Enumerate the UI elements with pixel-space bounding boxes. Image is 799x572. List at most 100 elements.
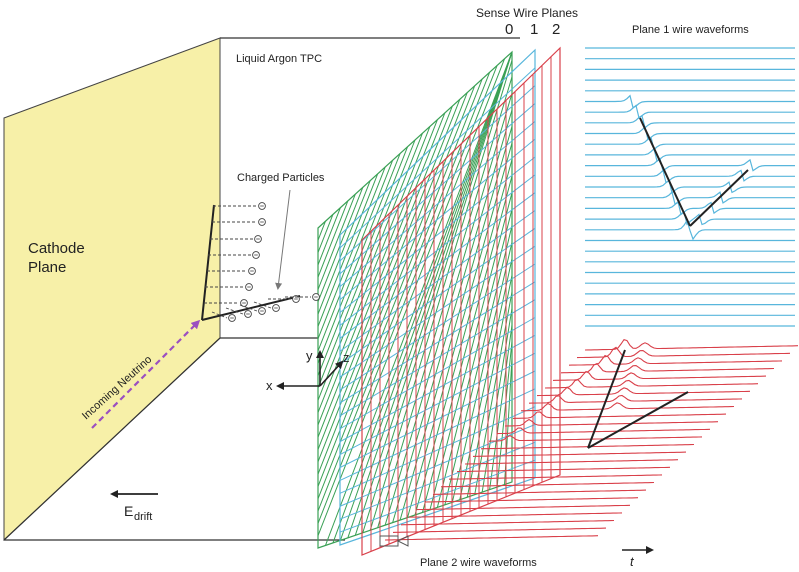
- plane0-wire: [489, 324, 513, 490]
- plane1-wire: [339, 245, 536, 378]
- plane1-wire: [339, 352, 536, 456]
- plane1-wire: [339, 227, 536, 365]
- plane1-waveform: [585, 147, 795, 163]
- plane1-wire: [339, 85, 536, 262]
- plane1-waveform: [585, 94, 795, 109]
- plane1-wire: [339, 459, 536, 533]
- plane1-wire: [339, 156, 536, 313]
- plane2-waveform: [384, 535, 599, 541]
- plane0-wire: [384, 93, 513, 526]
- plane2-waveform: [496, 427, 711, 435]
- plane2-waveform: [504, 418, 719, 427]
- plane2-waveform: [488, 434, 703, 442]
- plane2-waveform: [552, 370, 767, 381]
- plane2-waveform: [408, 512, 623, 518]
- plane1-waveform: [585, 157, 795, 173]
- axis-z-label: z: [343, 350, 350, 365]
- plane1-waveform: [585, 114, 795, 129]
- plane1-wire: [339, 120, 536, 288]
- plane0-frame: [317, 50, 513, 549]
- plane2-waveform: [528, 394, 743, 404]
- plane1-waveform: [585, 219, 795, 241]
- plane-2-label: 2: [552, 21, 560, 38]
- plane1-wire: [339, 388, 536, 481]
- charged-particles-label: Charged Particles: [237, 172, 325, 184]
- plane2-waveform: [576, 346, 791, 359]
- plane1-waveform: [585, 179, 795, 194]
- plane0-wire: [466, 275, 513, 498]
- plane1-wire: [339, 210, 536, 352]
- plane2-waveform: [520, 402, 735, 412]
- plane1-wire: [339, 138, 536, 300]
- plane0-wire: [317, 200, 349, 278]
- plane0-wire: [317, 119, 438, 426]
- plane2-waveform: [440, 481, 655, 488]
- plane0-wire: [444, 225, 513, 505]
- plane2-waveform: [464, 459, 679, 465]
- plane2-waveform: [584, 338, 799, 351]
- plane0-wire: [317, 160, 394, 352]
- plane0-wire: [317, 193, 356, 290]
- incoming-neutrino-arrow: [91, 319, 201, 429]
- plane0-wire: [317, 72, 491, 512]
- plane0-wire: [332, 51, 513, 544]
- plane2-waveform: [448, 474, 663, 480]
- drift-arrow: [225, 307, 244, 315]
- cathode-plane: [3, 37, 221, 542]
- cathode-label-line2: Plane: [28, 259, 66, 276]
- plane2-wire-waveforms: [384, 338, 799, 541]
- drift-arrow: [253, 301, 272, 309]
- plane1-wire: [339, 317, 536, 430]
- plane1-wire: [339, 263, 536, 391]
- plane2-frame: [361, 46, 561, 556]
- plane1-wire: [339, 424, 536, 507]
- plane2-track-overlay: [587, 349, 689, 449]
- plane0-wire: [317, 58, 506, 536]
- plane0-wire: [339, 51, 513, 541]
- plane2-waveform: [432, 489, 647, 495]
- plane1-waveform: [585, 169, 795, 184]
- axis-y-label: y: [306, 348, 313, 363]
- plane1-waveform: [585, 200, 795, 216]
- plane0-wire: [317, 207, 341, 266]
- coordinate-axes: [276, 350, 344, 390]
- plane2-waveform: [560, 362, 775, 374]
- plane2-waveform: [400, 519, 615, 526]
- plane1-wire: [339, 103, 536, 275]
- plane0-wire: [317, 92, 468, 475]
- plane2-waveform: [424, 497, 639, 503]
- axis-t-label: t: [630, 554, 635, 569]
- plane0-wire: [362, 51, 513, 533]
- plane2-waveform: [512, 411, 727, 419]
- sense-wire-planes: [317, 46, 561, 556]
- drift-arrow: [211, 311, 228, 319]
- plane1-waveform: [585, 104, 795, 120]
- plane2-waveform: [536, 386, 751, 397]
- plane0-wire: [317, 133, 423, 401]
- plane1-track-overlay: [639, 117, 749, 227]
- liquid-argon-tpc-label: Liquid Argon TPC: [236, 53, 322, 65]
- plane-0-label: 0: [505, 21, 513, 38]
- plane1-wire: [339, 299, 536, 417]
- plane2-waveform: [392, 527, 607, 533]
- plane1-waveform: [585, 136, 795, 151]
- plane0-wire: [317, 173, 379, 327]
- plane0-wire: [347, 51, 513, 539]
- plane0-wire: [317, 221, 326, 241]
- plane2-waveform: [568, 354, 783, 366]
- e-drift-subscript: drift: [134, 511, 152, 523]
- drift-arrow: [239, 304, 258, 312]
- plane-1-label: 1: [530, 21, 538, 38]
- plane0-wire: [317, 166, 386, 339]
- plane1-wire: [339, 192, 536, 339]
- plane2-waveform: [544, 379, 759, 389]
- plane1-wire-waveforms: [585, 47, 795, 327]
- plane2-waveform: [472, 451, 687, 457]
- plane1-waveform: [585, 211, 795, 226]
- plane2-waveforms-label: Plane 2 wire waveforms: [420, 557, 537, 569]
- plane1-wire: [339, 174, 536, 326]
- plane0-wire: [317, 180, 371, 315]
- plane1-waveform: [585, 191, 795, 205]
- plane0-wire: [317, 153, 401, 364]
- plane0-wire: [414, 159, 513, 516]
